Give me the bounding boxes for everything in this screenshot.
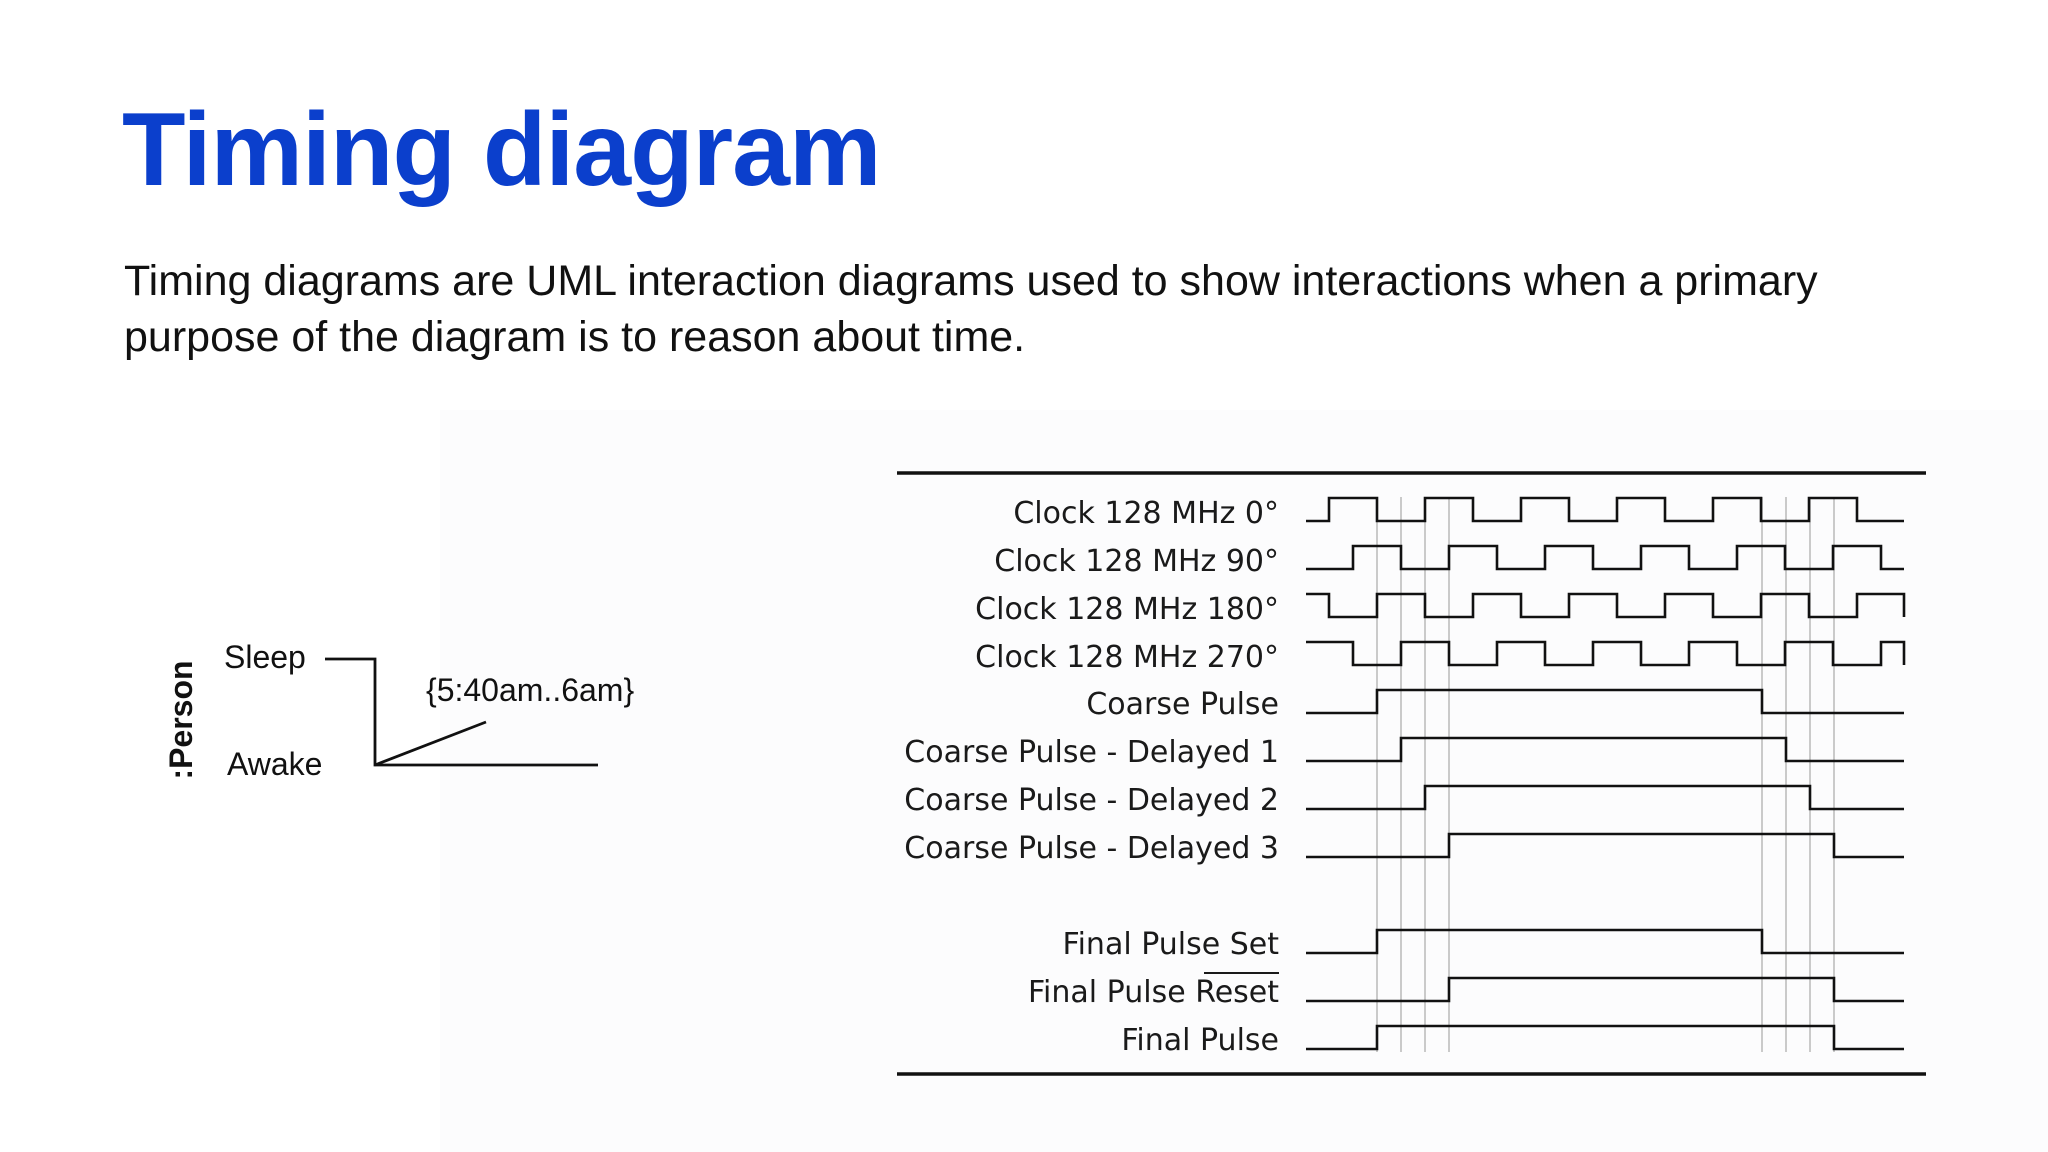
person-timing-diagram: :Person Sleep Awake {5:40am..6am} xyxy=(163,639,634,782)
waveform-coarse-delayed-1 xyxy=(1306,736,1904,763)
slide-title: Timing diagram xyxy=(122,92,881,208)
signal-label-clock-270: Clock 128 MHz 270° xyxy=(975,640,1279,675)
person-lifeline-label: :Person xyxy=(163,660,199,779)
figure-background xyxy=(440,410,2048,1152)
waveform-clock-180 xyxy=(1306,592,1906,619)
state-sleep-label: Sleep xyxy=(224,639,306,675)
waveform-coarse-pulse xyxy=(1306,688,1904,715)
duration-constraint-label: {5:40am..6am} xyxy=(426,672,634,708)
person-state-line xyxy=(325,657,598,767)
waveform-final-pulse-reset xyxy=(1306,976,1904,1003)
signal-timing-diagram: Clock 128 MHz 0° Clock 128 MHz 90° Clock… xyxy=(897,471,1926,1076)
signal-label-coarse-delayed-3: Coarse Pulse - Delayed 3 xyxy=(904,831,1279,866)
signal-label-final-pulse-reset: Final Pulse Reset xyxy=(1028,975,1279,1010)
signal-label-coarse-delayed-2: Coarse Pulse - Delayed 2 xyxy=(904,783,1279,818)
signal-label-final-pulse-set: Final Pulse Set xyxy=(1063,927,1280,962)
waveform-final-pulse xyxy=(1306,1024,1904,1051)
waveform-clock-0 xyxy=(1306,496,1904,523)
waveform-final-pulse-set xyxy=(1306,928,1904,955)
duration-constraint-line xyxy=(374,720,487,767)
signal-label-clock-180: Clock 128 MHz 180° xyxy=(975,592,1279,627)
signal-label-coarse-pulse: Coarse Pulse xyxy=(1086,687,1279,722)
state-awake-label: Awake xyxy=(227,746,322,782)
signal-label-coarse-delayed-1: Coarse Pulse - Delayed 1 xyxy=(904,735,1279,770)
signal-label-clock-90: Clock 128 MHz 90° xyxy=(994,544,1279,579)
clock-waveforms xyxy=(1306,496,1906,667)
waveform-coarse-delayed-3 xyxy=(1306,832,1904,859)
waveform-clock-90 xyxy=(1306,544,1904,571)
signal-label-clock-0: Clock 128 MHz 0° xyxy=(1013,496,1279,531)
signal-label-final-pulse: Final Pulse xyxy=(1121,1023,1279,1058)
slide-description: Timing diagrams are UML interaction diag… xyxy=(124,257,1818,361)
guide-lines xyxy=(1376,497,1835,1052)
waveform-clock-270 xyxy=(1306,640,1906,667)
waveform-coarse-delayed-2 xyxy=(1306,784,1904,811)
